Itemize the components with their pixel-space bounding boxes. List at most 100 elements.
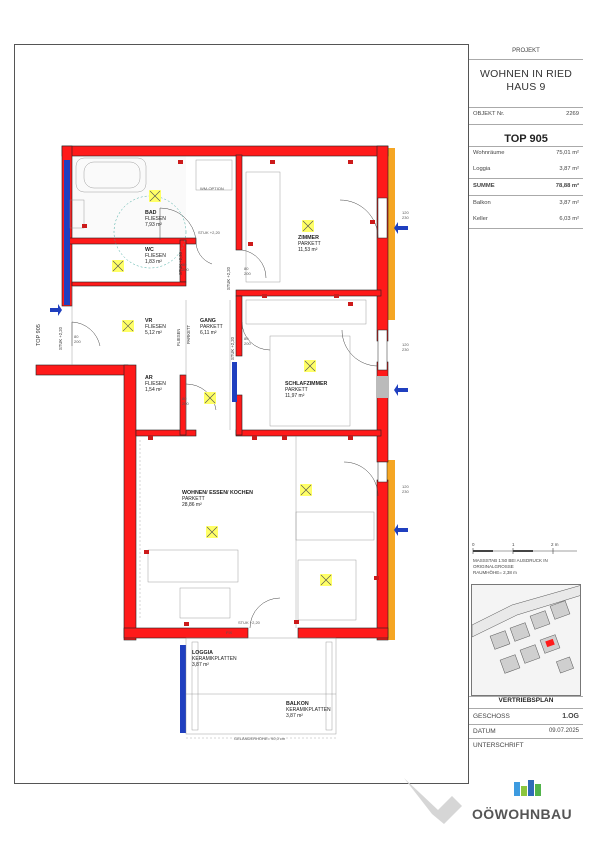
tb-divider [469, 724, 583, 725]
vertriebsplan-title: VERTRIEBSPLAN [498, 697, 554, 704]
top-label: TOP 905 [504, 133, 548, 145]
socket-icon [248, 242, 253, 246]
socket-icon [282, 436, 287, 440]
ceiling-light-icon [304, 360, 316, 372]
room-name: BALKON [286, 701, 309, 707]
wall-zimmer-bottom [235, 289, 382, 297]
area-label: Loggia [473, 166, 491, 172]
room-label-loggia: LOGGIA KERAMIKPLATTEN 3,87 m² [192, 650, 237, 668]
tb-divider [469, 124, 583, 125]
wall-bath-bottom [65, 237, 197, 245]
room-area: 3,87 m² [286, 713, 303, 719]
wardrobe-schlaf [245, 299, 367, 325]
room-label-wohnen: WOHNEN/ ESSEN/ KOCHEN PARKETT 28,86 m² [182, 490, 253, 508]
extra-value: 3,87 m² [559, 200, 579, 206]
datum-label: DATUM [473, 728, 496, 735]
extra-row-keller: Keller 6,03 m² [473, 216, 579, 226]
bathtub-inner [83, 161, 141, 189]
tb-divider [469, 195, 583, 196]
room-label-schlafzimmer: SCHLAFZIMMER PARKETT 11,97 m² [285, 381, 327, 399]
arrow-right-2 [394, 384, 408, 396]
door-size-3: 80 200 [74, 334, 81, 344]
room-label-bad: BAD FLIESEN 7,93 m² [145, 210, 166, 228]
socket-icon [348, 436, 353, 440]
door-size-2: 80 200 [244, 266, 251, 276]
area-value: 3,87 m² [559, 166, 579, 172]
ceiling-light-icon [149, 190, 161, 202]
room-floor: KERAMIKPLATTEN [286, 707, 331, 713]
room-floor: FLIESEN [145, 253, 166, 259]
wall-gang-right [235, 295, 243, 357]
wall-entry-left [35, 364, 129, 376]
entry-arrow [50, 304, 62, 316]
window-right-1 [377, 197, 388, 239]
tb-divider [469, 228, 583, 229]
ceiling-light-icon [204, 392, 216, 404]
room-area: 11,53 m² [298, 247, 318, 253]
door-swing-zimmer [241, 249, 267, 279]
project-name-line2: HAUS 9 [506, 81, 546, 93]
room-area: 28,86 m² [182, 502, 202, 508]
project-name-line1: WOHNEN IN RIED [479, 68, 573, 80]
north-arrow-mark [404, 778, 462, 824]
socket-icon [270, 160, 275, 164]
top-side-label: TOP 905 [36, 324, 42, 346]
geschoss-row: GESCHOSS 1.OG [473, 713, 579, 720]
projekt-label: PROJEKT [512, 48, 540, 54]
gelaender-label: GELÄNDERHÖHE= 90,0 cm [234, 736, 286, 741]
kitchen-block [295, 511, 375, 541]
window-left [64, 160, 70, 305]
room-label-wc: WC FLIESEN 1,83 m² [145, 247, 166, 265]
objekt-label: OBJEKT Nr. [473, 111, 505, 117]
socket-icon [334, 294, 339, 298]
scale-bar: 0 1 2 m MASSSTAB 1:50 BEI AUSDRUCK IN OR… [469, 542, 583, 584]
arrow-right-3 [394, 524, 408, 536]
room-name: WC [145, 247, 154, 253]
room-name: AR [145, 375, 153, 381]
ceiling-light-icon [206, 526, 218, 538]
window-size-1: 120 230 [402, 210, 409, 220]
wall-bottom-right [297, 627, 389, 639]
room-area: 1,83 m² [145, 259, 162, 265]
site-map [471, 584, 581, 696]
stuk-label-2: STUK +2,20 [238, 620, 260, 625]
kitchen-island [297, 559, 357, 621]
room-area: 5,12 m² [145, 330, 162, 336]
objekt-value: 2269 [566, 111, 579, 117]
facade-strip-right-upper [387, 160, 395, 320]
window-size-2: 120 230 [402, 342, 409, 352]
objekt-row: OBJEKT Nr. 2269 [473, 111, 579, 121]
sum-row: SUMME 78,88 m² [473, 183, 579, 193]
wall-left-living [123, 364, 137, 641]
room-name: WOHNEN/ ESSEN/ KOCHEN [182, 490, 253, 496]
scale-bar-graphic [472, 548, 577, 554]
loggia-rail [191, 641, 199, 731]
tb-divider [469, 178, 583, 179]
door-size-4: 80 200 [244, 336, 251, 346]
window-loggia [180, 645, 186, 733]
window-size-3: 120 230 [402, 484, 409, 494]
scale-text-3: RAUMHÖHE= 2,38 m [473, 570, 517, 575]
room-label-balkon: BALKON KERAMIKPLATTEN 3,87 m² [286, 701, 331, 719]
ceiling-light-icon [112, 260, 124, 272]
socket-icon [294, 620, 299, 624]
scale-text-1: MASSSTAB 1:50 BEI AUSDRUCK IN [473, 558, 548, 563]
extra-label: Keller [473, 216, 488, 222]
scale-tick-2: 2 m [551, 542, 559, 547]
wall-wc-bottom [71, 281, 187, 287]
sockets [82, 160, 379, 626]
wall-zimmer-left [235, 154, 243, 251]
wardrobe-zimmer [245, 171, 281, 283]
parkett-vertical: PARKETT [186, 324, 191, 344]
geschoss-label: GESCHOSS [473, 713, 510, 720]
stuk-label-5: STUK +2,20 [230, 337, 235, 360]
door-swing-gang [241, 321, 271, 351]
room-name: SCHLAFZIMMER [285, 381, 328, 387]
socket-icon [374, 576, 379, 580]
sofa [147, 549, 239, 583]
room-label-zimmer: ZIMMER PARKETT 11,53 m² [298, 235, 321, 253]
room-floor: PARKETT [285, 387, 308, 393]
floor-plan [35, 145, 462, 824]
socket-icon [348, 160, 353, 164]
door-swing-bad [159, 207, 197, 241]
